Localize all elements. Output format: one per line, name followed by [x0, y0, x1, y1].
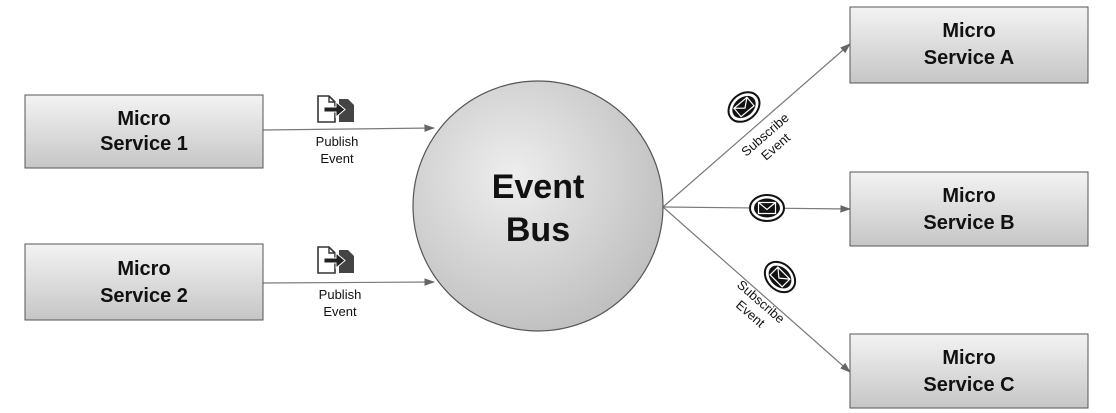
service-box-c: Micro Service C	[849, 333, 1089, 409]
service-box-2: Micro Service 2	[24, 243, 264, 321]
envelope-icon	[749, 194, 785, 222]
service-1-line1: Micro	[117, 108, 170, 130]
service-box-1: Micro Service 1	[24, 94, 264, 169]
subscribe-connector-a	[662, 43, 851, 208]
service-box-a: Micro Service A	[849, 6, 1089, 84]
publish-label-1-line2: Event	[320, 151, 354, 166]
service-b-line2: Service B	[923, 212, 1014, 234]
publish-connector-2	[262, 278, 436, 286]
service-2-line2: Service 2	[100, 285, 188, 307]
publish-document-icon	[317, 246, 354, 274]
event-bus-line1: Event	[492, 168, 585, 206]
event-bus: Event Bus	[412, 80, 664, 332]
envelope-icon	[727, 91, 761, 123]
subscribe-connector-c	[662, 206, 851, 373]
service-box-b: Micro Service B	[849, 171, 1089, 247]
service-c-line2: Service C	[923, 374, 1014, 396]
publish-label-2-line1: Publish	[319, 287, 362, 302]
service-1-line2: Service 1	[100, 133, 188, 155]
service-a-line1: Micro	[942, 20, 995, 42]
service-b-line1: Micro	[942, 185, 995, 207]
service-a-line2: Service A	[924, 47, 1014, 69]
event-bus-line2: Bus	[506, 211, 570, 249]
publish-label-2-line2: Event	[323, 304, 357, 319]
publish-connector-1	[262, 124, 436, 132]
envelope-icon	[763, 260, 797, 294]
connectors	[262, 43, 852, 373]
publish-document-icon	[317, 95, 354, 123]
service-2-line1: Micro	[117, 258, 170, 280]
publish-label-1-line1: Publish	[316, 134, 359, 149]
service-c-line1: Micro	[942, 347, 995, 369]
